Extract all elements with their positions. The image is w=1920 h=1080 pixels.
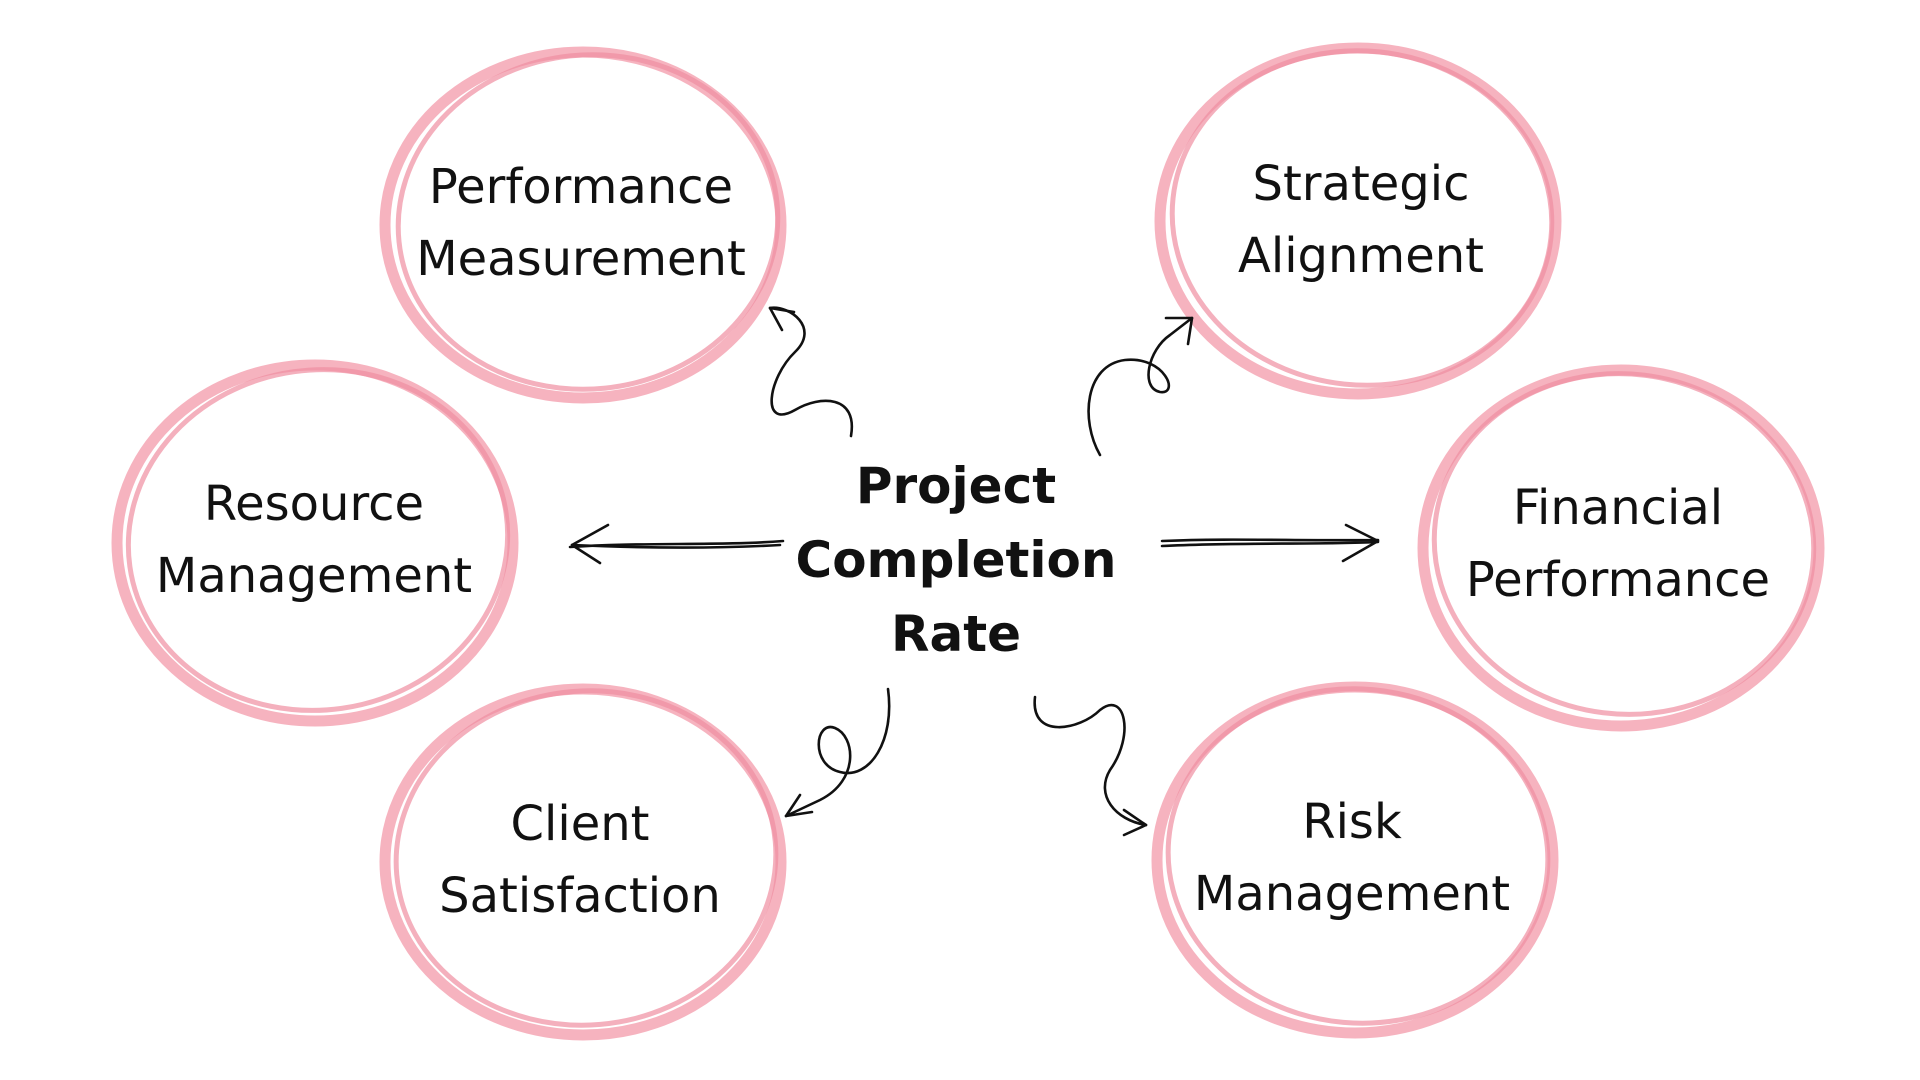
- node-label-line: Satisfaction: [439, 868, 721, 924]
- node-risk-management: Risk Management: [1194, 786, 1510, 930]
- ring-client-satisfaction: [379, 683, 787, 1041]
- node-label-line: Client: [510, 796, 650, 852]
- ring-performance-measurement: [379, 46, 787, 404]
- arrow-to-resource-management: [568, 523, 785, 565]
- node-label-line: Management: [1193, 866, 1511, 922]
- center-concept: Project Completion Rate: [796, 449, 1117, 671]
- node-client-satisfaction: Client Satisfaction: [439, 788, 721, 932]
- arrow-to-client-satisfaction: [784, 687, 891, 818]
- arrow-to-risk-management: [1033, 695, 1148, 837]
- node-label-line: Management: [155, 548, 473, 604]
- center-line-3: Rate: [890, 605, 1022, 663]
- ring-resource-management: [111, 359, 519, 727]
- node-label-line: Performance: [1465, 552, 1771, 608]
- center-line-2: Completion: [795, 531, 1117, 589]
- ring-risk-management: [1151, 681, 1559, 1039]
- node-strategic-alignment: Strategic Alignment: [1238, 148, 1484, 292]
- arrow-to-performance-measurement: [768, 306, 854, 438]
- center-line-1: Project: [855, 457, 1057, 515]
- node-label-line: Resource: [203, 476, 425, 532]
- ring-strategic-alignment: [1154, 42, 1562, 400]
- node-label-line: Strategic: [1252, 156, 1470, 212]
- node-label-line: Performance: [428, 159, 734, 215]
- node-financial-performance: Financial Performance: [1466, 472, 1770, 616]
- arrow-to-strategic-alignment: [1087, 316, 1194, 457]
- arrow-to-financial-performance: [1160, 523, 1380, 563]
- node-label-line: Financial: [1512, 480, 1724, 536]
- node-label-line: Risk: [1302, 794, 1402, 850]
- node-performance-measurement: Performance Measurement: [416, 151, 746, 295]
- node-label-line: Alignment: [1238, 228, 1484, 284]
- node-resource-management: Resource Management: [156, 468, 472, 612]
- ring-financial-performance: [1417, 364, 1825, 732]
- node-label-line: Measurement: [416, 231, 746, 287]
